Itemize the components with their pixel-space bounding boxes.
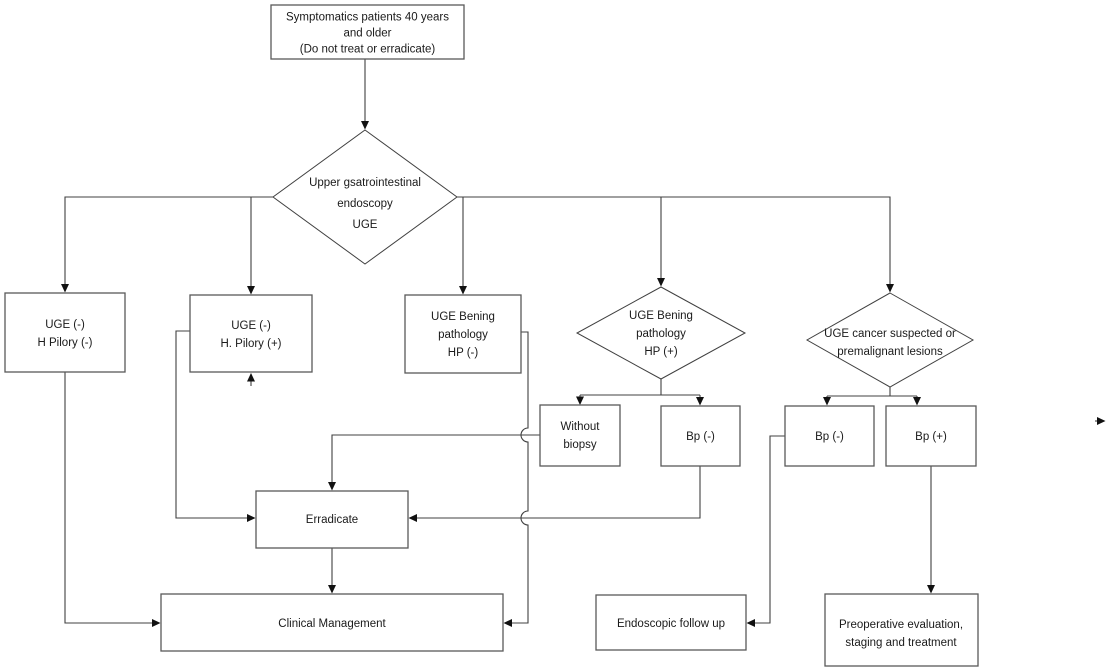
connector-benign-hp-neg-to-clinical: [503, 331, 529, 627]
node-preoperative-box: [824, 593, 979, 667]
node-uge-benign-hp-pos: UGE Bening pathology HP (+): [575, 286, 747, 380]
connector-decision-left-trunk: [61, 196, 273, 293]
node-start: Symptomatics patients 40 years and older…: [270, 4, 465, 60]
connector-cancer-split: [827, 387, 917, 397]
node-uge-cancer-suspected-diamond: [805, 292, 975, 388]
node-uge-neg-hp-pos-label: H. Pilory (+): [220, 338, 281, 350]
node-erradicate-label: Erradicate: [306, 514, 358, 526]
connector-benign-hp-pos-split: [580, 379, 700, 396]
node-start-label: Symptomatics patients 40 years: [286, 12, 449, 24]
node-uge-neg-hp-pos: UGE (-) H. Pilory (+): [189, 294, 313, 373]
node-uge-neg-hp-neg-box: [4, 292, 126, 373]
node-bp-neg-cancer-label: Bp (-): [815, 431, 844, 443]
node-without-biopsy-label: biopsy: [563, 439, 596, 451]
node-uge-neg-hp-neg: UGE (-) H Pilory (-): [4, 292, 126, 373]
node-uge-benign-hp-pos-diamond: [575, 286, 747, 380]
node-clinical-management-label: Clinical Management: [278, 618, 386, 630]
node-start-label: and older: [344, 28, 392, 40]
connector-bp-neg-benign-to-erradicate: [408, 466, 701, 522]
node-preoperative: Preoperative evaluation, staging and tre…: [824, 593, 979, 667]
connector-hp-neg-to-clinical: [64, 372, 161, 627]
node-bp-neg-benign-box: [660, 405, 741, 467]
node-bp-pos-label: Bp (+): [915, 431, 947, 443]
node-uge-decision-label: endoscopy: [337, 198, 393, 210]
node-bp-pos: Bp (+): [885, 405, 977, 467]
node-bp-neg-cancer-box: [784, 405, 875, 467]
node-start-label: (Do not treat or erradicate): [300, 44, 436, 56]
connector-hp-pos-to-erradicate: [175, 330, 256, 522]
node-uge-benign-hp-neg-box: [404, 294, 522, 374]
node-uge-neg-hp-neg-label: UGE (-): [45, 319, 85, 331]
connector-without-biopsy-to-erradicate: [328, 434, 540, 491]
node-uge-neg-hp-pos-box: [189, 294, 313, 373]
node-without-biopsy: Without biopsy: [539, 404, 621, 467]
node-without-biopsy-box: [539, 404, 621, 467]
node-uge-benign-hp-pos-label: pathology: [636, 328, 686, 340]
node-preoperative-label: staging and treatment: [845, 637, 957, 649]
connectors: [61, 59, 1106, 627]
node-uge-neg-hp-pos-label: UGE (-): [231, 320, 271, 332]
node-without-biopsy-label: Without: [561, 421, 601, 433]
node-start-box: [270, 4, 465, 60]
node-bp-neg-benign-label: Bp (-): [686, 431, 715, 443]
node-uge-benign-hp-neg-label: UGE Bening: [431, 311, 495, 323]
node-uge-benign-hp-pos-label: UGE Bening: [629, 310, 693, 322]
connector-decision-right-trunk: [457, 196, 894, 293]
node-uge-benign-hp-neg: UGE Bening pathology HP (-): [404, 294, 522, 374]
node-uge-decision-diamond: [272, 129, 458, 265]
node-uge-decision-label: UGE: [353, 219, 378, 231]
node-uge-neg-hp-neg-label: H Pilory (-): [38, 337, 93, 349]
node-uge-cancer-suspected-label: premalignant lesions: [837, 346, 943, 358]
node-endoscopic-follow-up: Endoscopic follow up: [595, 594, 747, 651]
node-uge-benign-hp-neg-label: pathology: [438, 329, 488, 341]
node-bp-neg-benign: Bp (-): [660, 405, 741, 467]
node-bp-pos-box: [885, 405, 977, 467]
node-uge-benign-hp-neg-label: HP (-): [448, 347, 479, 359]
node-erradicate-box: [255, 490, 409, 549]
node-bp-neg-cancer: Bp (-): [784, 405, 875, 467]
connector-bp-neg-cancer-to-endoscopic: [746, 435, 785, 627]
node-erradicate: Erradicate: [255, 490, 409, 549]
node-uge-cancer-suspected: UGE cancer suspected or premalignant les…: [805, 292, 975, 388]
node-preoperative-label: Preoperative evaluation,: [839, 619, 963, 631]
node-endoscopic-follow-up-box: [595, 594, 747, 651]
node-uge-benign-hp-pos-label: HP (+): [644, 346, 678, 358]
node-uge-decision: Upper gsatrointestinal endoscopy UGE: [272, 129, 458, 265]
node-uge-cancer-suspected-label: UGE cancer suspected or: [824, 328, 956, 340]
node-clinical-management-box: [160, 593, 504, 652]
node-endoscopic-follow-up-label: Endoscopic follow up: [617, 618, 725, 630]
node-clinical-management: Clinical Management: [160, 593, 504, 652]
node-uge-decision-label: Upper gsatrointestinal: [309, 177, 421, 189]
